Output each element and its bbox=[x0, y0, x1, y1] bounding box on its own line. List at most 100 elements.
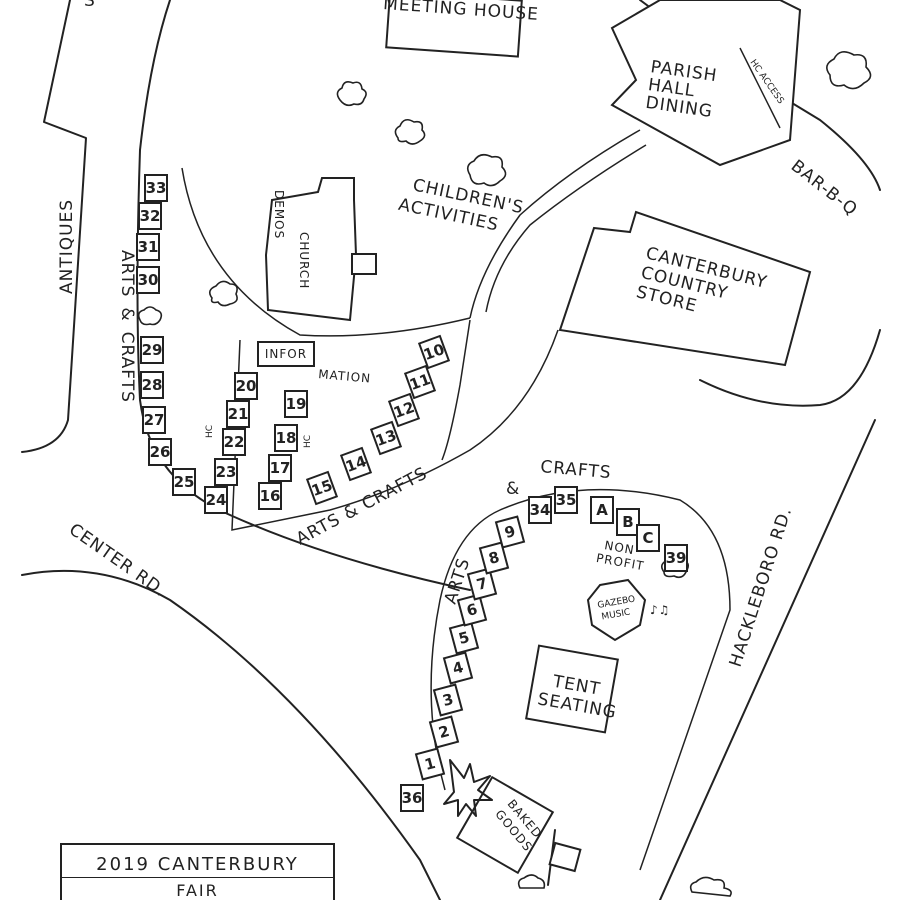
booth-34[interactable]: 34 bbox=[528, 496, 552, 524]
booth-c[interactable]: C bbox=[636, 524, 660, 552]
booth-27[interactable]: 27 bbox=[142, 406, 166, 434]
booth-36[interactable]: 36 bbox=[400, 784, 424, 812]
tree-icon bbox=[394, 118, 426, 145]
booth-30[interactable]: 30 bbox=[136, 266, 160, 294]
center-road-upper-edge bbox=[136, 0, 471, 591]
parish-hall[interactable]: PARISHHALLDINING HC ACCESS bbox=[610, 0, 802, 167]
booth-12[interactable]: 12 bbox=[387, 392, 421, 428]
church-label: CHURCH bbox=[297, 232, 311, 289]
gazebo[interactable]: GAZEBOMUSIC ♪♫ bbox=[586, 578, 670, 642]
booth-19[interactable]: 19 bbox=[284, 390, 308, 418]
arts-crafts-left-label: ARTS&CRAFTS bbox=[117, 250, 137, 403]
booth-number: 5 bbox=[457, 628, 472, 648]
booth-number: 36 bbox=[402, 789, 423, 807]
meeting-house[interactable]: MEETING HOUSE bbox=[383, 0, 540, 58]
hackleboro-road-edge bbox=[659, 419, 876, 900]
booth-number: 1 bbox=[423, 754, 438, 774]
booth-23[interactable]: 23 bbox=[214, 458, 238, 486]
church-annex bbox=[351, 253, 377, 275]
parish-hall-label: PARISHHALLDINING bbox=[644, 57, 719, 122]
booth-13[interactable]: 13 bbox=[369, 420, 403, 456]
booth-28[interactable]: 28 bbox=[140, 371, 164, 399]
booth-26[interactable]: 26 bbox=[148, 438, 172, 466]
booth-number: 28 bbox=[142, 376, 163, 394]
country-store[interactable]: CANTERBURYCOUNTRYSTORE bbox=[558, 210, 812, 367]
information-booth[interactable]: INFOR MATION bbox=[257, 341, 372, 386]
booth-number: 39 bbox=[666, 549, 687, 567]
booth-18[interactable]: 18 bbox=[274, 424, 298, 452]
tree-icon bbox=[208, 280, 238, 307]
booth-8[interactable]: 8 bbox=[478, 541, 510, 575]
booth-number: 20 bbox=[236, 377, 257, 395]
booth-number: 6 bbox=[465, 600, 480, 620]
demos-label: DEMOS bbox=[272, 190, 286, 239]
booth-39[interactable]: 39 bbox=[664, 544, 688, 572]
childrens-activities-label: CHILDREN'SACTIVITIES bbox=[397, 173, 526, 240]
booth-number: C bbox=[642, 529, 653, 547]
booth-10[interactable]: 10 bbox=[417, 334, 451, 370]
booth-number: 35 bbox=[556, 491, 577, 509]
booth-35[interactable]: 35 bbox=[554, 486, 578, 514]
booth-number: 33 bbox=[146, 179, 167, 197]
hc-label-left: HC bbox=[205, 425, 215, 438]
booth-number: 2 bbox=[437, 722, 452, 742]
booth-15[interactable]: 15 bbox=[305, 470, 339, 506]
firework-icon bbox=[443, 759, 493, 817]
booth-5[interactable]: 5 bbox=[448, 621, 480, 655]
booth-11[interactable]: 11 bbox=[403, 364, 437, 400]
tree-icon bbox=[466, 153, 507, 187]
booth-16[interactable]: 16 bbox=[258, 482, 282, 510]
booth-number: 21 bbox=[228, 405, 249, 423]
booth-32[interactable]: 32 bbox=[138, 202, 162, 230]
right-upper-road-edge bbox=[699, 329, 881, 407]
booth-21[interactable]: 21 bbox=[226, 400, 250, 428]
booth-6[interactable]: 6 bbox=[456, 593, 488, 627]
path-to-parish-2 bbox=[485, 144, 647, 313]
booth-14[interactable]: 14 bbox=[339, 446, 373, 482]
booth-number: 30 bbox=[138, 271, 159, 289]
church[interactable]: CHURCH DEMOS bbox=[264, 177, 377, 322]
booth-33[interactable]: 33 bbox=[144, 174, 168, 202]
booth-1[interactable]: 1 bbox=[414, 747, 446, 781]
music-note-icon: ♪♫ bbox=[650, 603, 670, 617]
booth-24[interactable]: 24 bbox=[204, 486, 228, 514]
information-box-label: INFOR bbox=[265, 347, 307, 361]
booth-number: 16 bbox=[260, 487, 281, 505]
hackleboro-rd-label: HACKLEBORO RD. bbox=[726, 505, 797, 670]
booth-22[interactable]: 22 bbox=[222, 428, 246, 456]
right-lot-edge bbox=[430, 488, 731, 871]
church-loop bbox=[181, 167, 471, 337]
baked-goods[interactable]: BAKEDGOODS bbox=[455, 775, 555, 875]
booth-number: 3 bbox=[441, 690, 456, 710]
booth-number: 32 bbox=[140, 207, 161, 225]
booth-number: 25 bbox=[174, 473, 195, 491]
booth-29[interactable]: 29 bbox=[140, 336, 164, 364]
tent-seating[interactable]: TENTSEATING bbox=[525, 644, 622, 734]
path-to-info bbox=[441, 319, 471, 461]
booth-number: 18 bbox=[276, 429, 297, 447]
booth-number: B bbox=[622, 513, 633, 531]
booth-17[interactable]: 17 bbox=[268, 454, 292, 482]
tree-icon bbox=[826, 51, 872, 90]
tree-icon bbox=[137, 306, 163, 326]
booth-number: 8 bbox=[487, 548, 502, 568]
booth-number: 19 bbox=[286, 395, 307, 413]
booth-31[interactable]: 31 bbox=[136, 233, 160, 261]
booth-2[interactable]: 2 bbox=[428, 715, 460, 749]
booth-3[interactable]: 3 bbox=[432, 683, 464, 717]
booth-a[interactable]: A bbox=[590, 496, 614, 524]
booth-4[interactable]: 4 bbox=[442, 651, 474, 685]
booth-9[interactable]: 9 bbox=[494, 515, 526, 549]
title-box: 2019 CANTERBURY FAIR bbox=[60, 843, 335, 900]
booth-7[interactable]: 7 bbox=[466, 567, 498, 601]
path-to-parish bbox=[469, 129, 641, 319]
flag-icon bbox=[547, 829, 582, 886]
crafts-top-label: CRAFTS bbox=[540, 457, 613, 483]
booth-b[interactable]: B bbox=[616, 508, 640, 536]
center-rd-label: CENTER RD. bbox=[65, 520, 170, 602]
inner-block-edge bbox=[231, 329, 559, 531]
booth-25[interactable]: 25 bbox=[172, 468, 196, 496]
booth-20[interactable]: 20 bbox=[234, 372, 258, 400]
hc-label-right: HC bbox=[303, 435, 313, 448]
